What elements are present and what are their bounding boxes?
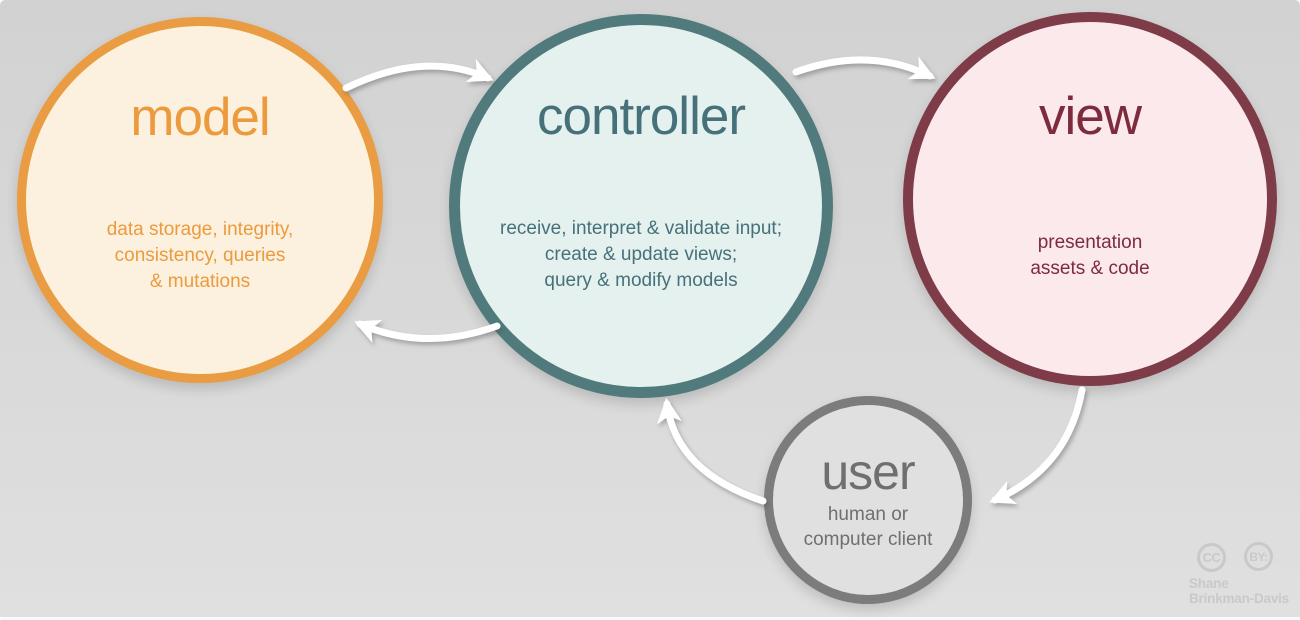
model-title: model [130, 88, 270, 147]
user-description-line: computer client [803, 529, 933, 550]
attribution-name-line2: Brinkman-Davis [1189, 591, 1289, 606]
arrow-view-to-user [989, 386, 1086, 504]
arrow-controller-to-model [354, 319, 501, 344]
model-description: data storage, integrity, consistency, qu… [26, 217, 374, 295]
user-description-line: human or [827, 504, 909, 525]
user-node: user human or computer client [764, 396, 972, 604]
model-description-line: consistency, queries [114, 245, 286, 266]
by-icon-label: BY: [1249, 549, 1268, 564]
view-description-line: presentation [1037, 232, 1143, 253]
view-node: view presentation assets & code [903, 12, 1277, 386]
controller-node: controller receive, interpret & validate… [449, 14, 833, 398]
arrow-model-to-controller [342, 58, 494, 92]
model-node: model data storage, integrity, consisten… [17, 17, 383, 383]
user-description: human or computer client [773, 502, 963, 552]
model-description-line: data storage, integrity, [106, 219, 294, 240]
controller-description-line: receive, interpret & validate input; [500, 218, 782, 239]
model-description-line: & mutations [149, 271, 251, 292]
by-icon: BY: [1244, 542, 1273, 571]
controller-description: receive, interpret & validate input; cre… [460, 216, 822, 294]
controller-description-line: create & update views; [544, 244, 738, 265]
cc-icon-label: CC [1202, 550, 1221, 565]
arrow-controller-to-view [792, 56, 936, 80]
arrow-user-to-controller [657, 397, 767, 505]
user-title: user [821, 444, 915, 500]
attribution-name-line1: Shane [1189, 576, 1229, 591]
attribution-name: Shane Brinkman-Davis [1189, 576, 1289, 606]
view-title: view [1038, 87, 1142, 146]
view-description: presentation assets & code [913, 230, 1267, 282]
cc-icon: CC [1197, 543, 1226, 572]
bottom-edge-highlight [0, 617, 1300, 620]
controller-description-line: query & modify models [544, 270, 738, 291]
controller-title: controller [537, 87, 746, 146]
view-description-line: assets & code [1030, 258, 1150, 279]
